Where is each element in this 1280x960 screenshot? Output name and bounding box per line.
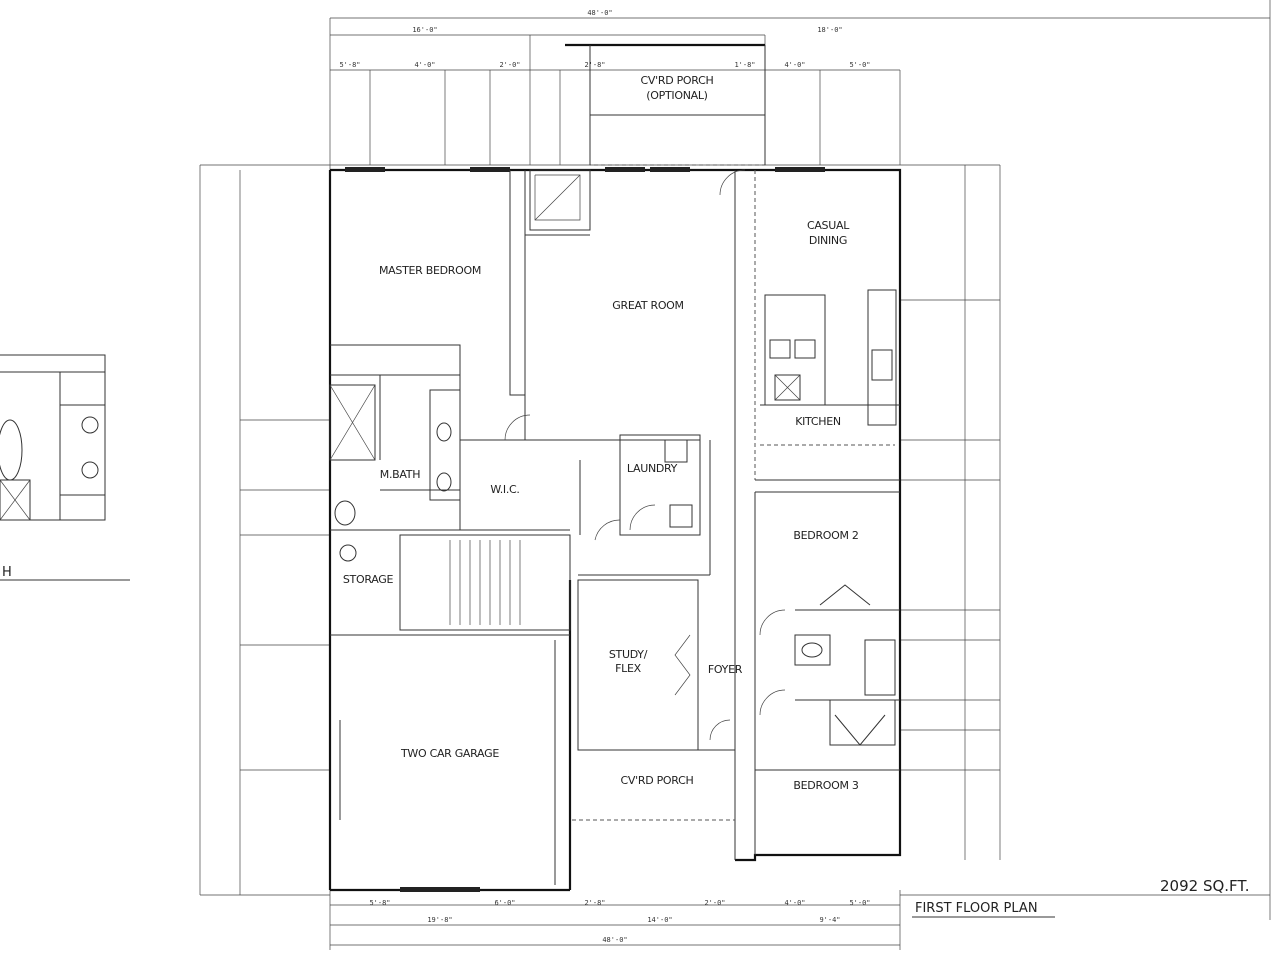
master-suite: MASTER BEDROOM M.BATH W.I.C. <box>329 170 570 531</box>
door-swings <box>504 169 786 716</box>
svg-text:2'-0": 2'-0" <box>704 899 725 907</box>
room-label-kitchen: KITCHEN <box>795 415 841 428</box>
kitchen-dining: CASUAL DINING KITCHEN <box>754 170 900 493</box>
room-label-great-room: GREAT ROOM <box>612 299 683 312</box>
laundry: LAUNDRY <box>579 434 701 536</box>
svg-text:14'-0": 14'-0" <box>647 916 672 924</box>
room-label-study-sub: FLEX <box>615 662 642 675</box>
svg-text:48'-0": 48'-0" <box>587 9 612 17</box>
svg-text:4'-0": 4'-0" <box>414 61 435 69</box>
svg-text:2'-8": 2'-8" <box>584 899 605 907</box>
room-label-garage: TWO CAR GARAGE <box>400 747 499 760</box>
stairs-storage: STORAGE <box>330 534 571 636</box>
svg-text:16'-0": 16'-0" <box>412 26 437 34</box>
dimension-text: 48'-0" 16'-0" 18'-0" 5'-8" 4'-0" 2'-0" 2… <box>339 9 870 944</box>
room-label-storage: STORAGE <box>343 573 394 586</box>
room-label-covered-porch-front: CV'RD PORCH <box>621 774 694 787</box>
room-label-covered-porch-top-sub: (OPTIONAL) <box>646 89 707 102</box>
room-label-master-bedroom: MASTER BEDROOM <box>379 264 481 277</box>
room-label-wic: W.I.C. <box>490 483 519 496</box>
covered-porch-optional: CV'RD PORCH (OPTIONAL) <box>565 43 766 166</box>
svg-text:5'-0": 5'-0" <box>849 899 870 907</box>
svg-text:4'-0": 4'-0" <box>784 61 805 69</box>
svg-text:1'-8": 1'-8" <box>734 61 755 69</box>
study-foyer: STUDY/ FLEX FOYER CV'RD PORCH <box>572 440 743 821</box>
svg-text:6'-0": 6'-0" <box>494 899 515 907</box>
room-label-covered-porch-top: CV'RD PORCH <box>641 74 714 87</box>
svg-text:2'-8": 2'-8" <box>584 61 605 69</box>
title-block: FIRST FLOOR PLAN 2092 SQ.FT. <box>912 877 1250 918</box>
svg-text:19'-8": 19'-8" <box>427 916 452 924</box>
room-label-bedroom-2: BEDROOM 2 <box>793 529 858 542</box>
plan-area: 2092 SQ.FT. <box>1160 877 1250 895</box>
svg-text:18'-0": 18'-0" <box>817 26 842 34</box>
room-label-study: STUDY/ <box>609 648 648 661</box>
bedrooms: BEDROOM 2 BEDROOM 3 <box>754 492 900 855</box>
inset-label: H <box>2 565 12 580</box>
room-label-master-bath: M.BATH <box>380 468 420 481</box>
svg-text:9'-4": 9'-4" <box>819 916 840 924</box>
garage: TWO CAR GARAGE <box>339 640 556 885</box>
room-label-casual-dining-sub: DINING <box>809 234 847 247</box>
room-label-casual-dining: CASUAL <box>807 219 850 232</box>
svg-text:5'-0": 5'-0" <box>849 61 870 69</box>
svg-text:48'-0": 48'-0" <box>602 936 627 944</box>
plan-title: FIRST FLOOR PLAN <box>915 901 1038 916</box>
svg-text:5'-8": 5'-8" <box>369 899 390 907</box>
svg-text:4'-0": 4'-0" <box>784 899 805 907</box>
room-label-laundry: LAUNDRY <box>627 462 678 475</box>
dimension-lines <box>199 0 1271 950</box>
room-label-bedroom-3: BEDROOM 3 <box>793 779 859 792</box>
svg-text:5'-8": 5'-8" <box>339 61 360 69</box>
great-room: GREAT ROOM <box>524 169 736 860</box>
master-bath-detail-inset: H <box>0 354 130 581</box>
svg-text:2'-0": 2'-0" <box>499 61 520 69</box>
room-label-foyer: FOYER <box>708 663 743 676</box>
